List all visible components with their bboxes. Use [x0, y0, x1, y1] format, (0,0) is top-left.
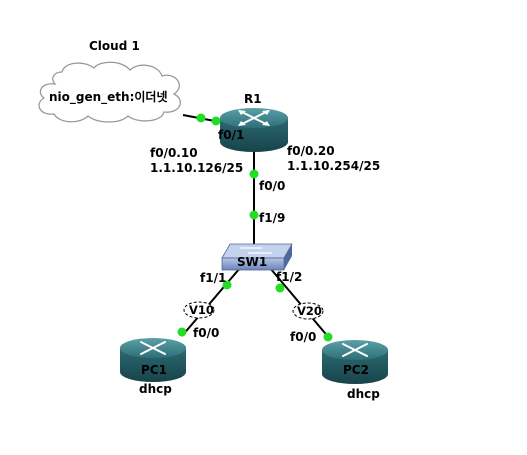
cloud-icon — [38, 61, 181, 123]
port-dot — [177, 327, 187, 337]
port-dot — [323, 332, 333, 342]
vlan-v10-label: V10 — [189, 303, 214, 317]
vlan-oval — [183, 301, 215, 319]
port-dot — [222, 280, 232, 290]
sw-r1-port-label: f1/9 — [259, 211, 285, 225]
link-sw1-pc2 — [269, 267, 331, 340]
cloud-node[interactable]: Cloud 1 nio_gen_eth:이더넷 — [38, 39, 181, 123]
pc2-name: PC2 — [343, 363, 369, 377]
vlan-oval — [292, 302, 324, 320]
sw-pc2-port-label: f1/2 — [276, 270, 302, 284]
vlan-v20-label: V20 — [297, 304, 322, 318]
r1-name: R1 — [244, 92, 262, 106]
r1-sub20-name: f0/0.20 — [287, 144, 335, 158]
pc1-name: PC1 — [141, 363, 167, 377]
link-sw1-pc1 — [181, 267, 241, 337]
pc2-caption: dhcp — [347, 387, 380, 401]
r1-sub10-ip: 1.1.10.126/25 — [150, 161, 243, 175]
interface-labels: f0/1 f0/0.10 1.1.10.126/25 f0/0.20 1.1.1… — [150, 128, 380, 344]
port-dots — [177, 113, 333, 342]
vlan-v10: V10 — [183, 301, 215, 319]
sw-pc1-port-label: f1/1 — [200, 271, 226, 285]
router-icon — [322, 340, 388, 384]
port-dot — [249, 169, 259, 179]
r1-sub10-name: f0/0.10 — [150, 146, 198, 160]
sw1-name: SW1 — [237, 255, 267, 269]
switch-icon — [221, 243, 293, 271]
cloud-title: Cloud 1 — [89, 39, 140, 53]
host-pc2[interactable]: PC2 dhcp — [322, 340, 388, 401]
pc1-caption: dhcp — [139, 382, 172, 396]
pc2-port-label: f0/0 — [290, 330, 316, 344]
router-icon — [220, 108, 288, 152]
cloud-label: nio_gen_eth:이더넷 — [49, 89, 168, 105]
port-dot — [211, 116, 221, 126]
port-dot — [196, 113, 206, 123]
switch-sw1[interactable]: SW1 — [221, 243, 293, 271]
router-icon — [120, 338, 186, 382]
pc1-port-label: f0/0 — [193, 326, 219, 340]
vlan-v20: V20 — [292, 302, 324, 320]
router-r1[interactable]: R1 — [220, 92, 288, 152]
r1-cloud-port-label: f0/1 — [218, 128, 244, 142]
r1-sw-port-label: f0/0 — [259, 179, 285, 193]
port-dot — [249, 210, 259, 220]
host-pc1[interactable]: PC1 dhcp — [120, 338, 186, 396]
port-dot — [275, 283, 285, 293]
r1-sub20-ip: 1.1.10.254/25 — [287, 159, 380, 173]
